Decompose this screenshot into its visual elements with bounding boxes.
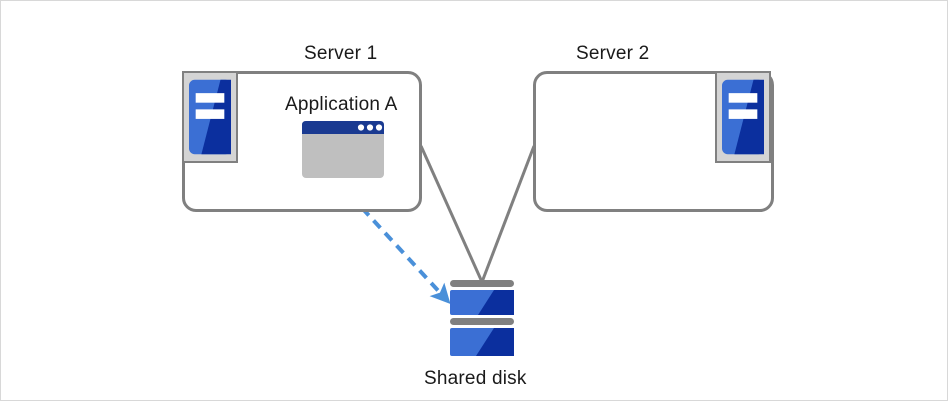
window-dot-1 [357,124,365,131]
server1-title: Server 1 [304,43,378,64]
connector-server1-to-disk [419,145,484,283]
window-dot-3 [375,124,383,131]
window-dot-2 [366,124,374,131]
shared-disk-label: Shared disk [424,368,527,389]
application-a-label: Application A [285,94,398,115]
disk-platter-top [450,280,514,287]
disk-block-lower [450,328,514,356]
disk-block-upper [450,290,514,315]
shared-disk-icon[interactable] [448,280,516,360]
connector-server2-to-disk [480,145,536,283]
disk-platter-middle [450,318,514,325]
application-window-icon[interactable] [302,121,384,178]
server-icon [715,71,771,163]
server-icon [182,71,238,163]
server2-title: Server 2 [576,43,650,64]
